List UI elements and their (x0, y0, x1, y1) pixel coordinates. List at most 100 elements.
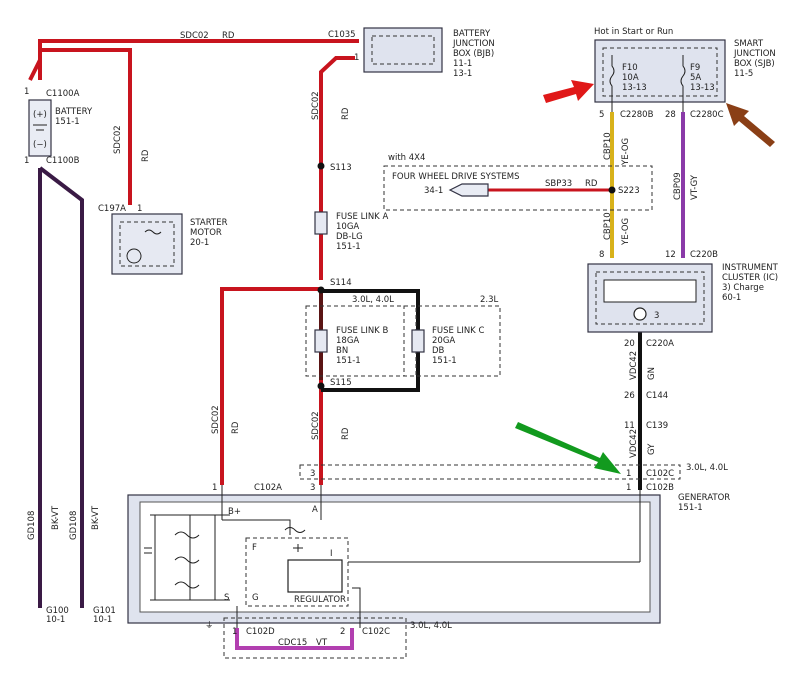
svg-text:DB-LG: DB-LG (336, 232, 363, 242)
svg-text:GD108: GD108 (69, 511, 79, 540)
bjb-label: BATTERY (453, 29, 491, 39)
conn-c1100b: C1100B (46, 156, 80, 166)
svg-text:20: 20 (624, 339, 635, 349)
svg-text:3: 3 (310, 469, 315, 479)
svg-text:20-1: 20-1 (190, 238, 209, 248)
svg-text:10A: 10A (622, 73, 639, 83)
svg-text:11-1: 11-1 (453, 59, 472, 69)
svg-text:13-13: 13-13 (622, 83, 647, 93)
option-box-c102d (223, 617, 407, 659)
svg-text:1: 1 (626, 469, 631, 479)
splice-s114: S114 (330, 278, 352, 288)
svg-text:11: 11 (624, 421, 635, 431)
svg-text:151-1: 151-1 (432, 356, 457, 366)
svg-text:18GA: 18GA (336, 336, 359, 346)
bjb-box (363, 27, 443, 73)
svg-text:SBP33: SBP33 (545, 179, 572, 189)
svg-text:RD: RD (585, 179, 598, 189)
wire-sdc02-down (319, 56, 355, 280)
svg-text:with 4X4: with 4X4 (388, 153, 425, 163)
svg-text:10GA: 10GA (336, 222, 359, 232)
svg-text:(+): (+) (33, 110, 47, 120)
svg-text:34-1: 34-1 (424, 186, 443, 196)
svg-text:13-1: 13-1 (453, 69, 472, 79)
svg-text:2: 2 (340, 627, 345, 637)
svg-text:3.0L, 4.0L: 3.0L, 4.0L (410, 621, 452, 631)
svg-text:RD: RD (222, 31, 235, 41)
svg-text:26: 26 (624, 391, 635, 401)
svg-text:151-1: 151-1 (336, 356, 361, 366)
svg-text:I: I (330, 549, 333, 559)
splice-s115: S115 (330, 378, 352, 388)
svg-text:1: 1 (354, 53, 359, 63)
conn-c102c-2: C102C (362, 627, 390, 637)
svg-text:FUSE LINK B: FUSE LINK B (336, 326, 388, 336)
svg-text:1: 1 (24, 87, 29, 97)
conn-c102d: C102D (246, 627, 275, 637)
svg-text:BK-VT: BK-VT (91, 505, 101, 530)
conn-c2280b: C2280B (620, 110, 654, 120)
option-box-30-40 (305, 305, 417, 377)
svg-text:151-1: 151-1 (678, 503, 703, 513)
svg-text:1: 1 (626, 483, 631, 493)
svg-text:11-5: 11-5 (734, 69, 753, 79)
splice-s223: S223 (618, 186, 640, 196)
regulator-label: REGULATOR (294, 595, 346, 605)
wire-cdc15 (235, 628, 354, 650)
conn-c139: C139 (646, 421, 668, 431)
option-box-c102c (299, 464, 681, 480)
conn-c2280c: C2280C (690, 110, 724, 120)
svg-text:151-1: 151-1 (336, 242, 361, 252)
svg-text:13-13: 13-13 (690, 83, 715, 93)
conn-c197a: C197A (98, 204, 126, 214)
svg-text:1: 1 (137, 204, 142, 214)
svg-text:SDC02: SDC02 (311, 91, 321, 120)
conn-c102a: C102A (254, 483, 282, 493)
svg-text:1: 1 (232, 627, 237, 637)
svg-text:F10: F10 (622, 63, 638, 73)
svg-text:CBP10: CBP10 (603, 132, 613, 160)
regulator-box (245, 537, 349, 607)
ground-g100: G100 (46, 606, 69, 616)
svg-text:60-1: 60-1 (722, 293, 741, 303)
svg-text:151-1: 151-1 (55, 117, 80, 127)
svg-text:2.3L: 2.3L (480, 295, 499, 305)
svg-text:SDC02: SDC02 (113, 125, 123, 154)
svg-text:YE-OG: YE-OG (621, 138, 631, 166)
conn-c1100a: C1100A (46, 89, 80, 99)
svg-text:RD: RD (341, 427, 351, 440)
svg-text:JUNCTION: JUNCTION (452, 39, 495, 49)
svg-text:(−): (−) (33, 140, 47, 150)
svg-text:BOX (BJB): BOX (BJB) (453, 49, 494, 59)
wire-label-sdc02-top: SDC02 (180, 31, 209, 41)
svg-text:VDC42: VDC42 (629, 429, 639, 458)
conn-c102b: C102B (646, 483, 674, 493)
option-box-23 (403, 305, 501, 377)
svg-text:3: 3 (310, 483, 315, 493)
red-arrow (543, 80, 594, 103)
svg-text:GY: GY (647, 443, 657, 455)
svg-text:F9: F9 (690, 63, 700, 73)
fwd-label: FOUR WHEEL DRIVE SYSTEMS (392, 172, 520, 182)
wire-sdc02-bplus (220, 287, 321, 485)
ic-label: INSTRUMENT (722, 263, 779, 273)
svg-text:3.0L, 4.0L: 3.0L, 4.0L (686, 463, 728, 473)
conn-c220b: C220B (690, 250, 718, 260)
generator-label: GENERATOR (678, 493, 730, 503)
svg-text:FUSE LINK A: FUSE LINK A (336, 212, 388, 222)
svg-text:5A: 5A (690, 73, 701, 83)
svg-text:VDC42: VDC42 (629, 351, 639, 380)
svg-text:BOX (SJB): BOX (SJB) (734, 59, 775, 69)
fuse-link-b (314, 329, 328, 353)
svg-text:GD108: GD108 (27, 511, 37, 540)
svg-text:JUNCTION: JUNCTION (733, 49, 776, 59)
svg-text:12: 12 (665, 250, 676, 260)
battery-symbol (28, 99, 52, 157)
svg-text:CBP10: CBP10 (603, 212, 613, 240)
svg-text:B+: B+ (228, 507, 241, 517)
svg-text:GN: GN (647, 367, 657, 380)
svg-text:1: 1 (212, 483, 217, 493)
fuse-link-c (411, 329, 425, 353)
wire-gd108-right (38, 166, 84, 608)
